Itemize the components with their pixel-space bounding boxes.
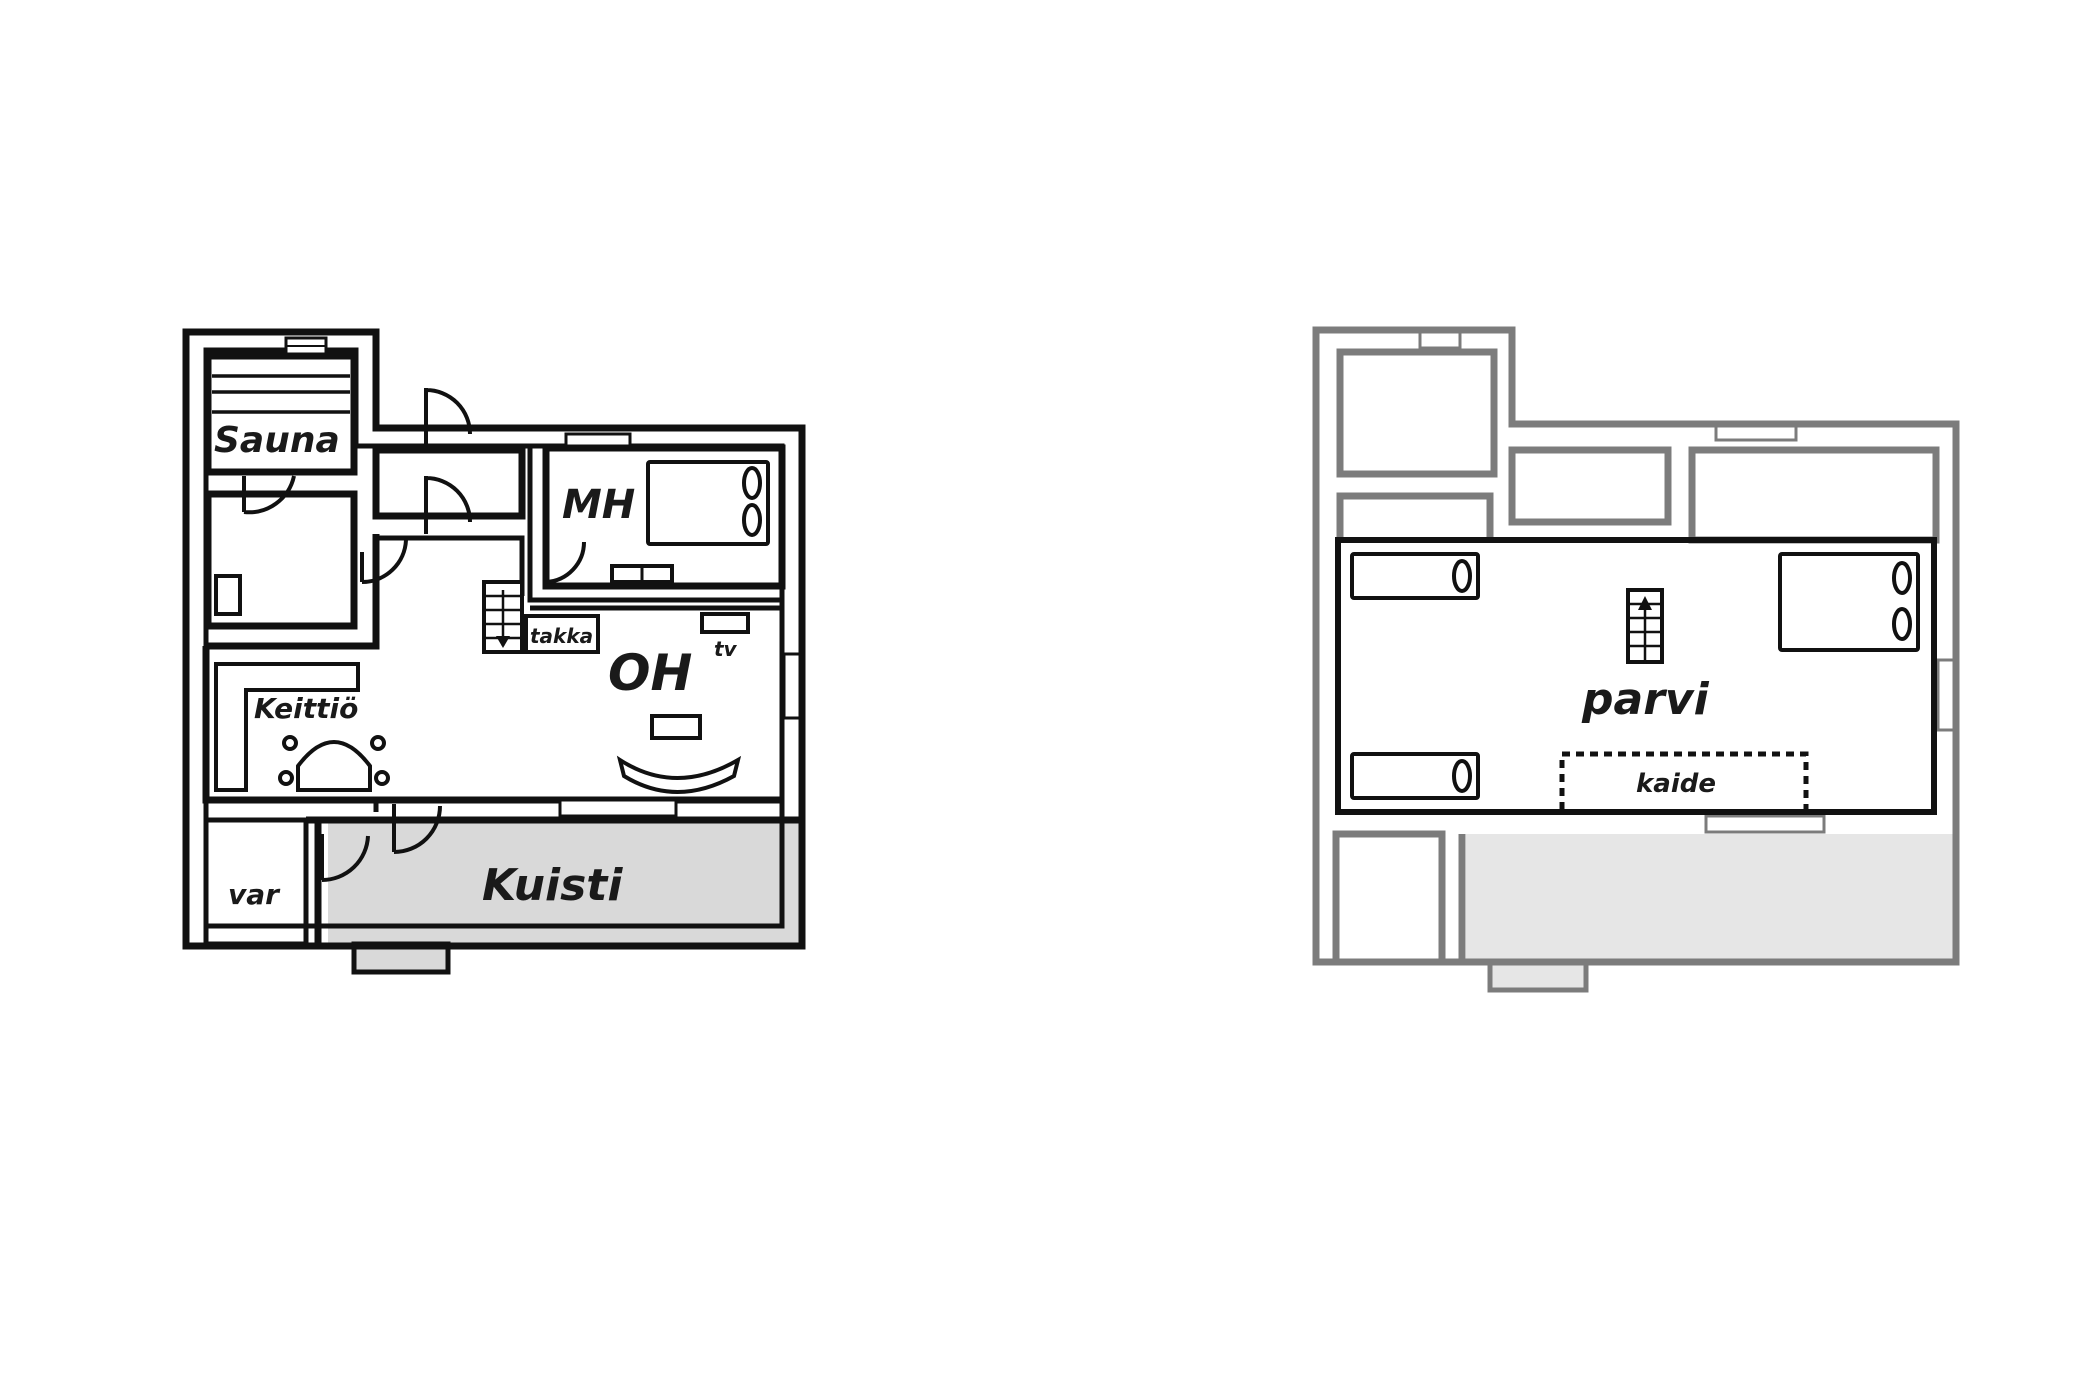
storage-var	[203, 817, 309, 947]
railing	[1559, 751, 1809, 810]
label-kaide: kaide	[1636, 769, 1716, 799]
label-tv: tv	[714, 637, 738, 661]
coffee-table	[650, 714, 702, 740]
label-takka: takka	[530, 624, 593, 648]
bedroom-mh	[542, 444, 786, 590]
loft-bed-3	[1778, 552, 1920, 652]
label-mh: MH	[562, 482, 635, 528]
loft-area	[1335, 537, 1937, 815]
wash-bench	[214, 574, 242, 616]
loft-bed-1	[1350, 552, 1480, 600]
upper-outer-wall	[1312, 326, 1960, 966]
tv-unit	[700, 612, 750, 634]
wc-room	[372, 446, 526, 520]
ground-floor-plan: Sauna MH OH takka tv Keittiö var Kuisti	[182, 328, 806, 975]
label-sauna: Sauna	[214, 420, 340, 461]
upper-entrance-step	[1487, 959, 1589, 993]
wash-room	[204, 490, 358, 630]
label-var: var	[228, 878, 281, 911]
fireplace	[524, 614, 600, 654]
sofa	[616, 755, 742, 794]
label-parvi: parvi	[1581, 674, 1710, 725]
porch-area	[328, 820, 802, 944]
label-oh: OH	[608, 644, 692, 702]
kitchen-counter	[214, 662, 360, 792]
bed-mh	[646, 460, 770, 546]
dining-table	[296, 740, 372, 792]
ground-outer-wall	[182, 328, 806, 950]
upper-floor-plan: parvi kaide	[1312, 326, 1960, 993]
label-kuisti: Kuisti	[482, 860, 623, 911]
upper-porch-area	[1466, 834, 1954, 960]
loft-bed-2	[1350, 752, 1480, 800]
label-keittio: Keittiö	[254, 692, 358, 725]
sauna-room	[204, 352, 358, 476]
